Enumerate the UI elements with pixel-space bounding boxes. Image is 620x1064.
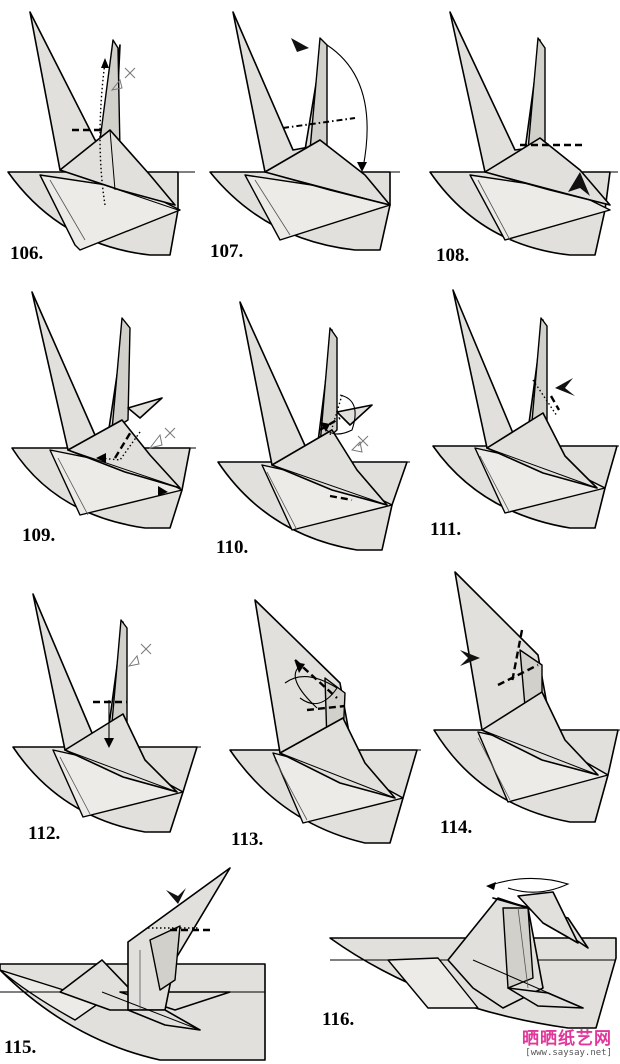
step-113-drawing <box>229 599 421 844</box>
step-110-label: 110. <box>216 537 249 558</box>
watermark: 晒晒纸艺网 [www.saysay.net] <box>522 1028 612 1058</box>
watermark-brand: 晒晒纸艺网 <box>522 1028 612 1049</box>
step-114-panel <box>430 570 620 825</box>
step-108-panel <box>420 0 620 256</box>
step-110-panel <box>212 300 412 551</box>
step-111-label: 111. <box>430 519 462 540</box>
step-111-drawing <box>432 289 619 529</box>
step-112-drawing <box>12 593 201 833</box>
step-107-panel <box>205 0 405 251</box>
step-116-label: 116. <box>322 1009 355 1030</box>
step-116-panel <box>328 868 620 1029</box>
step-115-label: 115. <box>4 1037 37 1058</box>
step-106-label: 106. <box>10 243 44 264</box>
step-106-drawing <box>7 11 195 256</box>
step-113-label: 113. <box>231 829 264 850</box>
watermark-url: [www.saysay.net] <box>525 1047 612 1058</box>
step-114-drawing <box>433 571 620 823</box>
step-106-panel <box>0 0 200 256</box>
step-109-panel <box>0 290 200 530</box>
step-112-panel <box>5 592 205 837</box>
step-116-drawing <box>329 877 617 1029</box>
step-108-label: 108. <box>436 245 470 266</box>
step-111-panel <box>425 288 620 529</box>
step-114-label: 114. <box>440 817 473 838</box>
step-109-drawing <box>11 291 196 529</box>
step-110-drawing <box>217 301 410 551</box>
step-109-label: 109. <box>22 525 56 546</box>
step-115-panel <box>0 860 270 1061</box>
step-112-label: 112. <box>28 823 61 844</box>
step-107-drawing <box>209 11 400 251</box>
step-107-label: 107. <box>210 241 244 262</box>
step-108-drawing <box>429 11 618 256</box>
step-115-drawing <box>0 867 266 1061</box>
step-113-panel <box>225 598 421 848</box>
